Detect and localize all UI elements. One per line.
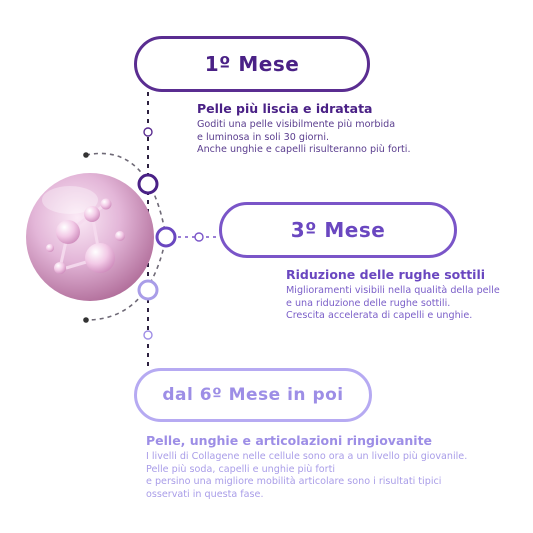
stage-6-line: e persino una migliore mobilità articola… — [146, 476, 442, 488]
stage-3-description: Riduzione delle rughe sottili Migliorame… — [286, 267, 500, 323]
timeline-node-6 — [137, 279, 159, 301]
stage-6-line: I livelli di Collagene nelle cellule son… — [146, 451, 468, 462]
timeline-small-dot — [143, 330, 153, 340]
stage-1-label: 1º Mese — [134, 36, 370, 92]
connector-dot — [194, 232, 204, 242]
stage-1-line: e luminosa in soli 30 giorni. — [197, 131, 330, 143]
stage-3-line: e una riduzione delle rughe sottili. — [286, 297, 451, 309]
collagen-molecule-icon — [26, 173, 154, 301]
stage-3-title: Riduzione delle rughe sottili — [286, 267, 486, 282]
stage-6-line: Pelle più soda, capelli e unghie più for… — [146, 463, 336, 475]
arc-end-dot — [83, 152, 89, 158]
stage-3-label: 3º Mese — [219, 202, 457, 258]
timeline-small-dot — [143, 127, 153, 137]
arc-end-dot — [83, 317, 89, 323]
stage-6-label-text: dal 6º Mese in poi — [162, 385, 344, 405]
stage-1-line: Anche unghie e capelli risulteranno più … — [197, 144, 411, 156]
stage-6-line: osservati in questa fase. — [146, 488, 264, 500]
timeline-node-1 — [137, 173, 159, 195]
stage-6-title: Pelle, unghie e articolazioni ringiovani… — [146, 433, 433, 448]
stage-1-line: Goditi una pelle visibilmente più morbid… — [197, 119, 396, 130]
stage-6-description: Pelle, unghie e articolazioni ringiovani… — [146, 433, 467, 501]
stage-3-line: Crescita accelerata di capelli e unghie. — [286, 310, 473, 322]
stage-1-description: Pelle più liscia e idratata Goditi una p… — [197, 101, 411, 157]
stage-3-line: Miglioramenti visibili nella qualità del… — [286, 285, 500, 296]
stage-1-label-text: 1º Mese — [204, 52, 300, 76]
timeline-node-3 — [155, 226, 177, 248]
stage-3-label-text: 3º Mese — [290, 218, 386, 242]
stage-1-title: Pelle più liscia e idratata — [197, 101, 373, 116]
stage-6-label: dal 6º Mese in poi — [134, 368, 372, 422]
